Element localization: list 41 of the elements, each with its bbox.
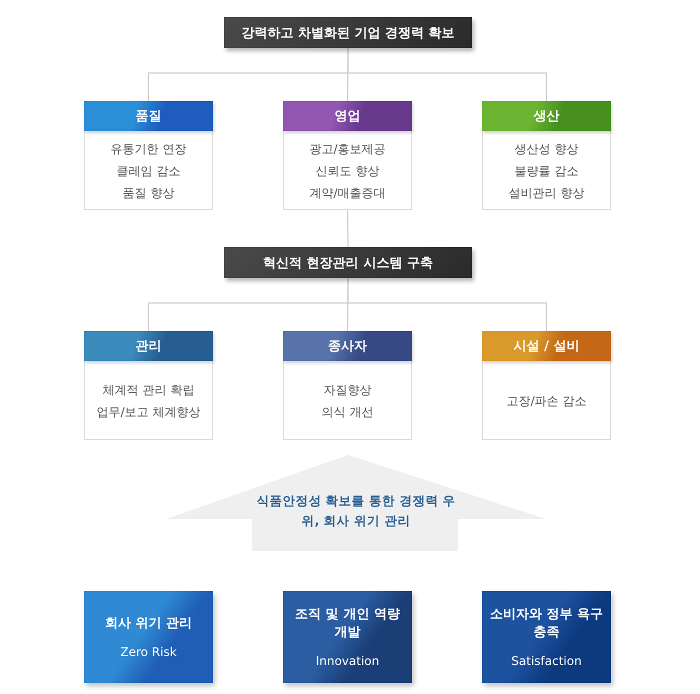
goal-title: 회사 위기 관리	[104, 615, 194, 633]
card-item: 고장/파손 감소	[506, 392, 586, 410]
heading-bar: 강력하고 차별화된 기업 경쟁력 확보	[224, 17, 472, 48]
card-item: 신뢰도 향상	[316, 162, 380, 180]
category-header: 종사자	[283, 331, 412, 361]
category-header: 생산	[482, 101, 611, 131]
card-item: 광고/홍보제공	[309, 140, 386, 158]
category-card	[84, 331, 213, 440]
goal-title: 소비자와 정부 욕구 충족	[488, 606, 604, 642]
category-card	[482, 331, 611, 440]
arrow-text: 식품안정성 확보를 통한 경쟁력 우위, 회사 위기 관리	[255, 492, 457, 530]
connector-line	[347, 48, 548, 101]
card-item: 의식 개선	[322, 404, 374, 420]
category-header: 품질	[84, 101, 213, 131]
category-card	[84, 101, 213, 210]
card-item: 업무/보고 체계향상	[96, 404, 200, 420]
card-item: 생산성 향상	[514, 140, 578, 158]
goal-box	[84, 591, 213, 683]
category-card	[283, 331, 412, 440]
card-item: 품질 향상	[122, 184, 174, 202]
goal-box	[482, 591, 611, 683]
heading-bar: 혁신적 현장관리 시스템 구축	[224, 247, 472, 278]
connector-line	[347, 278, 548, 331]
card-item: 불량률 감소	[514, 162, 578, 180]
connector-line	[346, 210, 349, 247]
card-item: 계약/매출증대	[309, 184, 386, 202]
card-item: 클레임 감소	[116, 162, 180, 180]
card-item: 유통기한 연장	[110, 140, 186, 158]
category-card	[283, 101, 412, 210]
category-header: 시설 / 설비	[482, 331, 611, 361]
goal-subtitle: Innovation	[316, 654, 380, 668]
goal-title: 조직 및 개인 역량 개발	[294, 606, 401, 642]
goal-subtitle: Zero Risk	[120, 645, 177, 659]
card-item: 설비관리 향상	[508, 184, 584, 202]
card-item: 체계적 관리 확립	[102, 382, 194, 398]
card-item: 자질향상	[324, 382, 372, 398]
goal-box	[283, 591, 412, 683]
category-header: 관리	[84, 331, 213, 361]
goal-subtitle: Satisfaction	[511, 654, 582, 668]
category-header: 영업	[283, 101, 412, 131]
category-card	[482, 101, 611, 210]
